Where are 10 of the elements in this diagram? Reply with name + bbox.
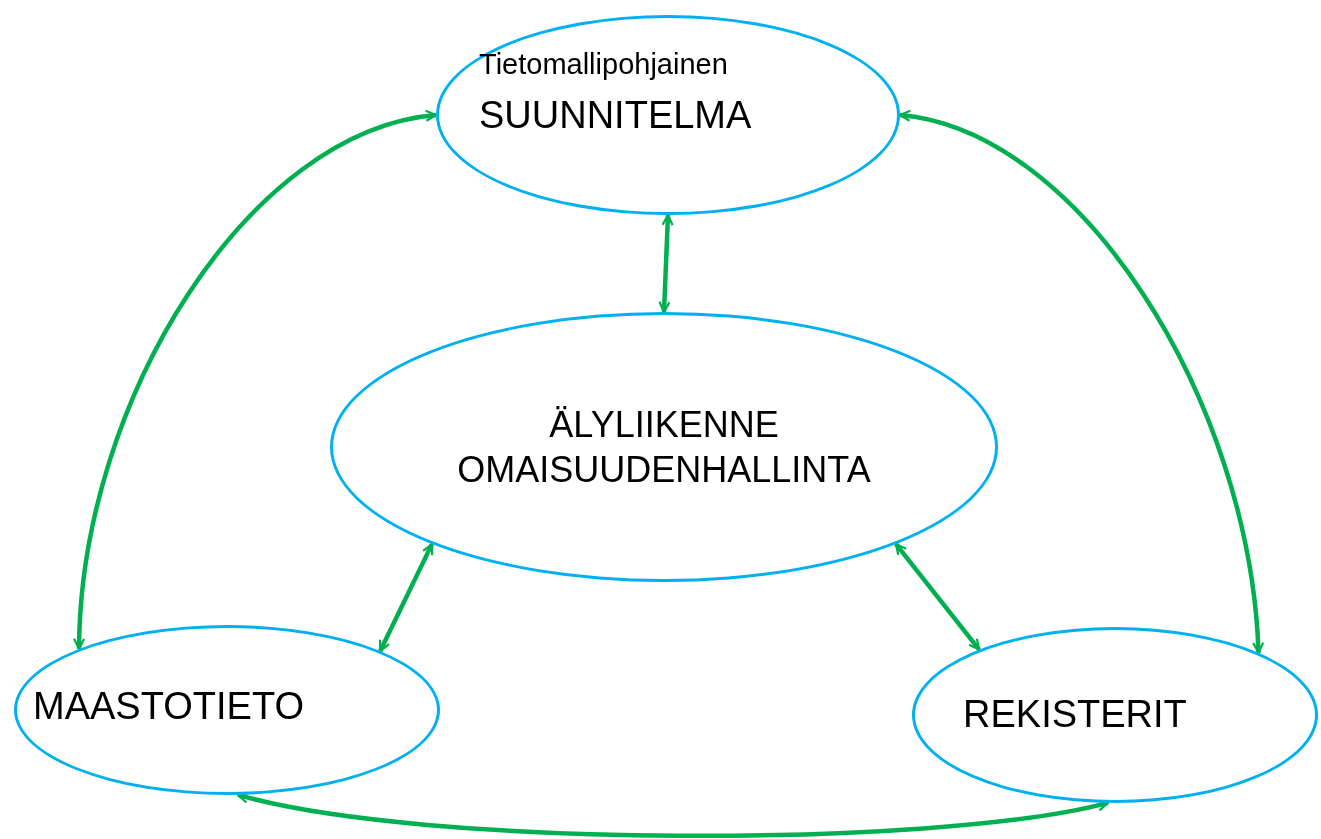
double-arrow: [898, 110, 1264, 654]
double-arrow: [378, 543, 434, 653]
double-arrow: [73, 110, 438, 650]
node-label: REKISTERIT: [963, 692, 1187, 738]
node-label: SUUNNITELMA: [479, 93, 752, 139]
double-arrow: [894, 542, 981, 651]
node-label: Tietomallipohjainen: [479, 47, 728, 82]
node-label: ÄLYLIIKENNE OMAISUUDENHALLINTA: [456, 403, 872, 492]
node-label: MAASTOTIETO: [33, 684, 304, 730]
double-arrow: [658, 213, 674, 314]
